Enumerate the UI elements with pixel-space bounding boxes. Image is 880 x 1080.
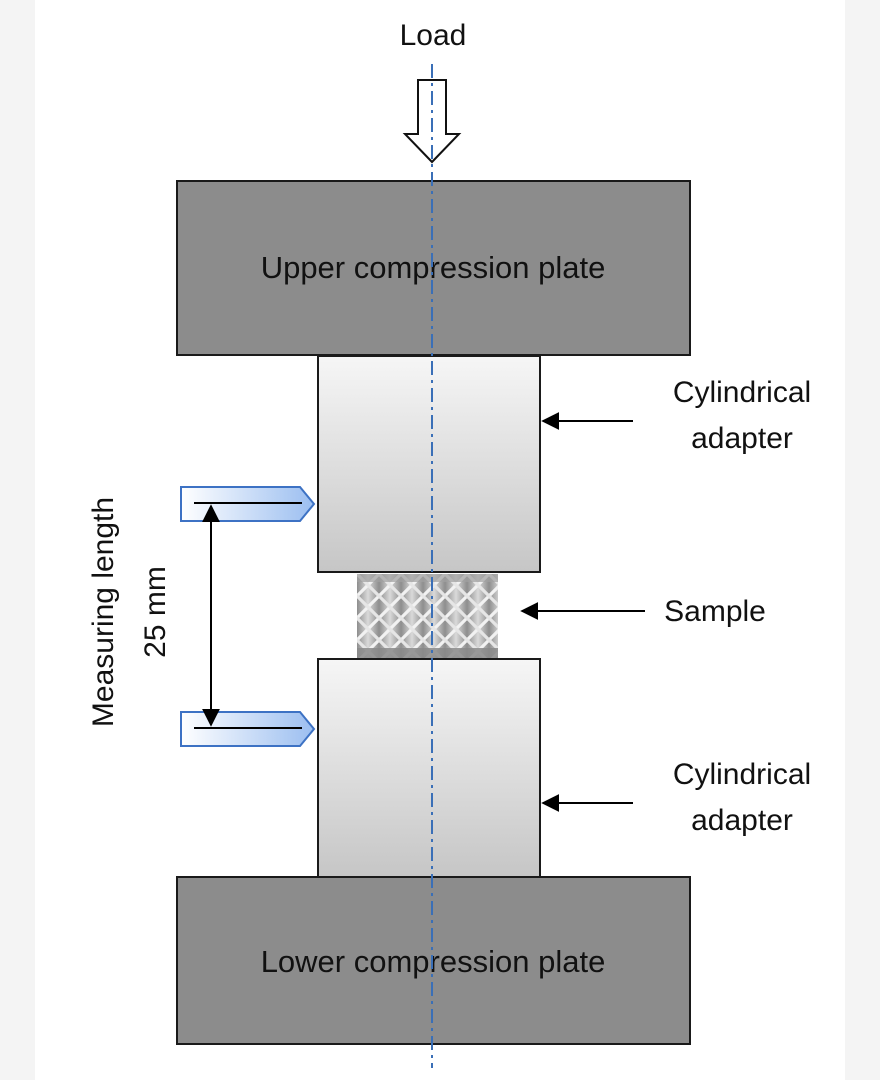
upper-adapter-label-line1: Cylindrical (673, 376, 811, 409)
lattice-sample (357, 574, 498, 660)
lower-adapter-label-line1: Cylindrical (673, 758, 811, 791)
load-label: Load (400, 19, 467, 52)
lower-adapter-label-line2: adapter (691, 804, 793, 837)
upper-compression-plate (176, 180, 691, 356)
upper-adapter-label-line2: adapter (691, 422, 793, 455)
sample-label: Sample (664, 595, 766, 628)
measuring-length-label: Measuring length (87, 497, 120, 727)
measuring-value-label: 25 mm (139, 566, 172, 658)
lower-cylindrical-adapter (317, 658, 541, 878)
upper-cylindrical-adapter (317, 355, 541, 573)
lower-compression-plate (176, 876, 691, 1045)
